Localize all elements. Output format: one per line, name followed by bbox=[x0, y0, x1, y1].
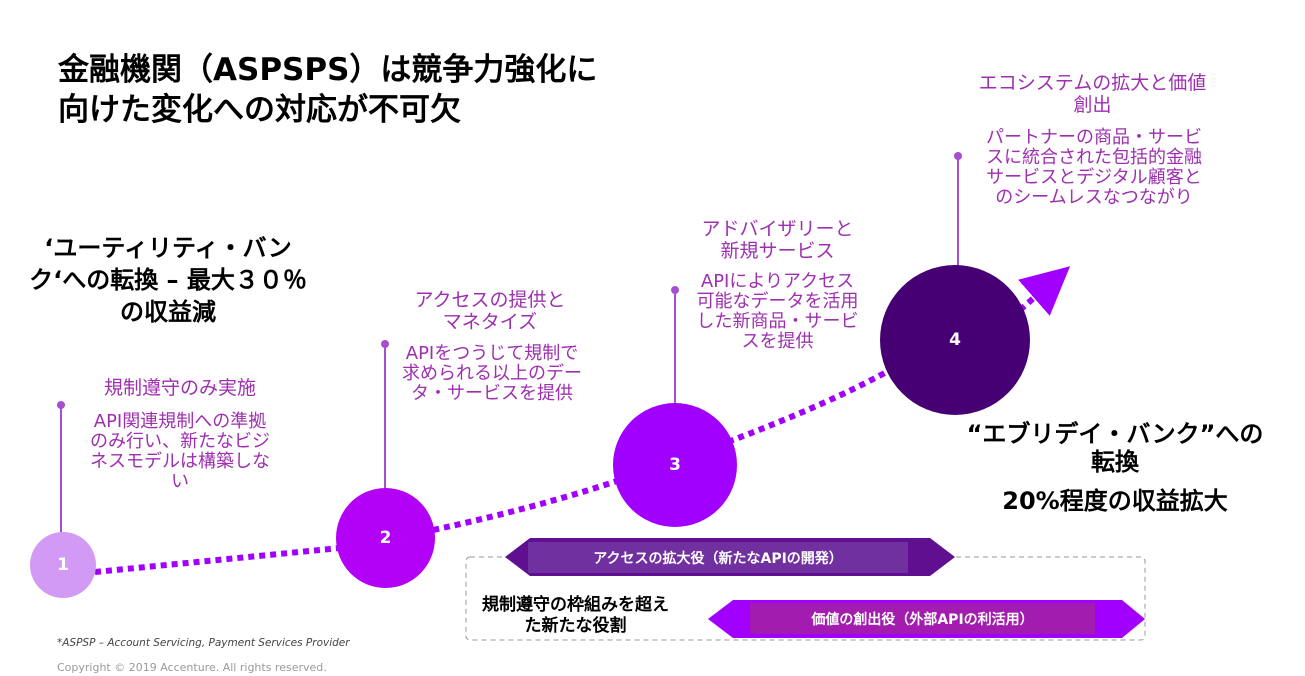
step3-body: APIによりアクセス可能なデータを活用した新商品・サービスを提供 bbox=[696, 271, 859, 352]
access-expander-role: アクセスの拡大役（新たなAPIの開発） bbox=[593, 550, 843, 567]
step2-heading: アクセスの提供とマネタイズ bbox=[414, 289, 566, 333]
revenue-growth: 20%程度の収益拡大 bbox=[1002, 487, 1228, 515]
copyright: Copyright © 2019 Accenture. All rights r… bbox=[57, 661, 327, 674]
slide-title: 金融機関（ASPSPS）は競争力強化に向けた変化への対応が不可欠 bbox=[58, 52, 598, 128]
step3-heading: アドバイザリーと新規サービス bbox=[701, 218, 854, 262]
utility-bank-outcome: ‘ユーティリティ・バンク‘への転換 – 最大３０％の収益減 bbox=[29, 234, 307, 326]
everyday-bank-outcome: “エブリデイ・バンク”への転換 bbox=[966, 420, 1264, 476]
footnote: *ASPSP – Account Servicing, Payment Serv… bbox=[57, 637, 350, 649]
step4-body: パートナーの商品・サービスに統合された包括的金融サービスとデジタル顧客とのシーム… bbox=[986, 127, 1202, 208]
step3-connector bbox=[674, 290, 676, 405]
step1-connector bbox=[60, 405, 62, 533]
new-roles-label: 規制遵守の枠組みを超えた新たな役割 bbox=[482, 595, 669, 636]
step1-heading: 規制遵守のみ実施 bbox=[103, 377, 256, 399]
step2-body: APIをつうじて規制で求められる以上のデータ・サービスを提供 bbox=[402, 343, 582, 404]
step4-circle: 4 bbox=[880, 265, 1030, 415]
step2-circle: 2 bbox=[336, 488, 435, 588]
value-creator-role: 価値の創出役（外部APIの利活用） bbox=[811, 611, 1034, 628]
step4-connector bbox=[957, 156, 959, 268]
step4-heading: エコシステムの拡大と価値創出 bbox=[978, 72, 1207, 116]
step1-body: API関連規制への準拠のみ行い、新たなビジネスモデルは構築しない bbox=[90, 411, 270, 492]
step1-circle: 1 bbox=[30, 532, 96, 598]
step2-connector bbox=[384, 344, 386, 489]
step3-circle: 3 bbox=[613, 403, 737, 527]
